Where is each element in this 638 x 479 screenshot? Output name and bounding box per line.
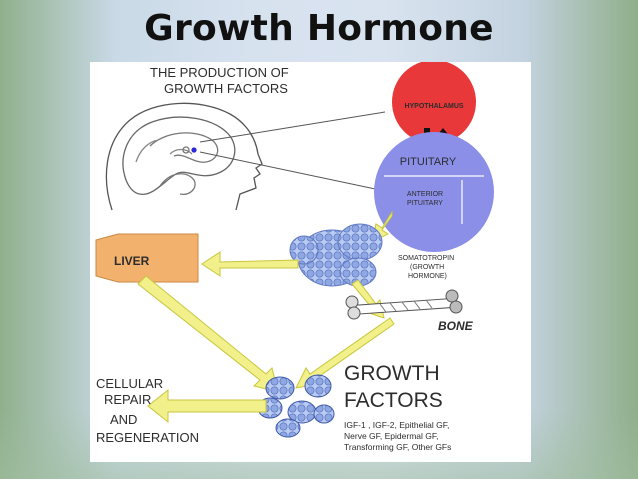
- growth-factors-list-1: IGF-1 , IGF-2, Epithelial GF,: [344, 420, 449, 430]
- growth-factor-clusters: [258, 375, 334, 437]
- growth-factor-diagram: THE PRODUCTION OF GROWTH FACTORS HYPOTHA…: [90, 62, 531, 462]
- somatotropin-cell-cluster: [290, 224, 382, 286]
- arrow-growth-factors-to-repair: [148, 390, 266, 422]
- slide-title: Growth Hormone: [0, 8, 638, 49]
- hypothalamus-label: HYPOTHALAMUS: [404, 103, 463, 110]
- cellular-label-4: REGENERATION: [96, 430, 199, 445]
- anterior-pituitary-label-2: PITUITARY: [407, 200, 443, 207]
- arrow-somatotropin-to-liver: [202, 252, 298, 276]
- cellular-label-1: CELLULAR: [96, 376, 163, 391]
- somatotropin-label-1: SOMATOTROPIN: [398, 255, 454, 262]
- heading-line-1: THE PRODUCTION OF: [150, 65, 289, 80]
- anterior-pituitary-label-1: ANTERIOR: [407, 191, 443, 198]
- arrow-liver-to-growth-factors: [138, 276, 278, 392]
- pituitary-location-dot: [191, 147, 196, 152]
- growth-factors-list-3: Transforming GF, Other GFs: [344, 442, 451, 452]
- heading-line-2: GROWTH FACTORS: [164, 81, 288, 96]
- pointer-line-top: [200, 112, 385, 142]
- pointer-line-bottom: [200, 152, 380, 190]
- somatotropin-label-2: (GROWTH: [410, 264, 444, 271]
- head-brain-illustration: [106, 103, 262, 210]
- cellular-label-3: AND: [110, 412, 137, 427]
- bone-label: BONE: [438, 319, 474, 333]
- cellular-label-2: REPAIR: [104, 392, 151, 407]
- growth-factors-list-2: Nerve GF, Epidermal GF,: [344, 431, 438, 441]
- growth-factors-title-1: GROWTH: [344, 362, 440, 385]
- somatotropin-label-3: HORMONE): [408, 273, 447, 280]
- growth-factors-title-2: FACTORS: [344, 389, 443, 412]
- liver-label: LIVER: [114, 254, 150, 268]
- pituitary-label: PITUITARY: [400, 156, 457, 168]
